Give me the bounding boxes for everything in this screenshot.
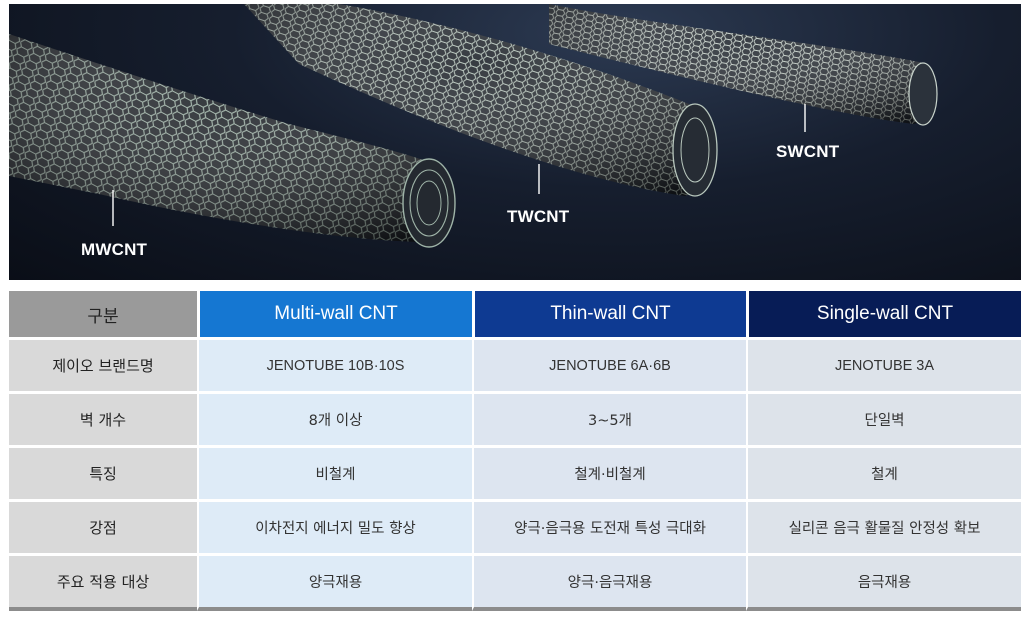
cell-brand-multi-wall: JENOTUBE 10B·10S (197, 340, 472, 394)
cell-application-single-wall: 음극재용 (746, 556, 1021, 611)
cell-feature-thin-wall: 철계·비철계 (472, 448, 746, 502)
header-multi-wall-cnt: Multi-wall CNT (197, 291, 472, 340)
row-label-application: 주요 적용 대상 (9, 556, 197, 611)
twcnt-label: TWCNT (507, 207, 570, 226)
cnt-illustration: MWCNT TWCNT SWCNT (9, 4, 1021, 280)
table-row-strength: 강점 이차전지 에너지 밀도 향상 양극·음극용 도전재 특성 극대화 실리콘 … (9, 502, 1021, 556)
table-row-application: 주요 적용 대상 양극재용 양극·음극재용 음극재용 (9, 556, 1021, 611)
row-label-wall-count: 벽 개수 (9, 394, 197, 448)
row-label-feature: 특징 (9, 448, 197, 502)
cell-wall-count-multi-wall: 8개 이상 (197, 394, 472, 448)
cell-application-thin-wall: 양극·음극재용 (472, 556, 746, 611)
cell-strength-thin-wall: 양극·음극용 도전재 특성 극대화 (472, 502, 746, 556)
header-category: 구분 (9, 291, 197, 340)
table-header-row: 구분 Multi-wall CNT Thin-wall CNT Single-w… (9, 291, 1021, 340)
cell-feature-single-wall: 철계 (746, 448, 1021, 502)
cnt-comparison-table: 구분 Multi-wall CNT Thin-wall CNT Single-w… (9, 291, 1021, 611)
row-label-brand: 제이오 브랜드명 (9, 340, 197, 394)
mwcnt-label: MWCNT (81, 240, 148, 259)
cell-feature-multi-wall: 비철계 (197, 448, 472, 502)
cell-wall-count-single-wall: 단일벽 (746, 394, 1021, 448)
header-thin-wall-cnt: Thin-wall CNT (472, 291, 746, 340)
cell-brand-single-wall: JENOTUBE 3A (746, 340, 1021, 394)
cell-wall-count-thin-wall: 3~5개 (472, 394, 746, 448)
header-single-wall-cnt: Single-wall CNT (746, 291, 1021, 340)
table-row-wall-count: 벽 개수 8개 이상 3~5개 단일벽 (9, 394, 1021, 448)
cell-application-multi-wall: 양극재용 (197, 556, 472, 611)
row-label-strength: 강점 (9, 502, 197, 556)
table-row-brand: 제이오 브랜드명 JENOTUBE 10B·10S JENOTUBE 6A·6B… (9, 340, 1021, 394)
cnt-tubes-graphic (9, 4, 938, 248)
cell-brand-thin-wall: JENOTUBE 6A·6B (472, 340, 746, 394)
table-row-feature: 특징 비철계 철계·비철계 철계 (9, 448, 1021, 502)
swcnt-label: SWCNT (776, 142, 840, 161)
cell-strength-multi-wall: 이차전지 에너지 밀도 향상 (197, 502, 472, 556)
cell-strength-single-wall: 실리콘 음극 활물질 안정성 확보 (746, 502, 1021, 556)
